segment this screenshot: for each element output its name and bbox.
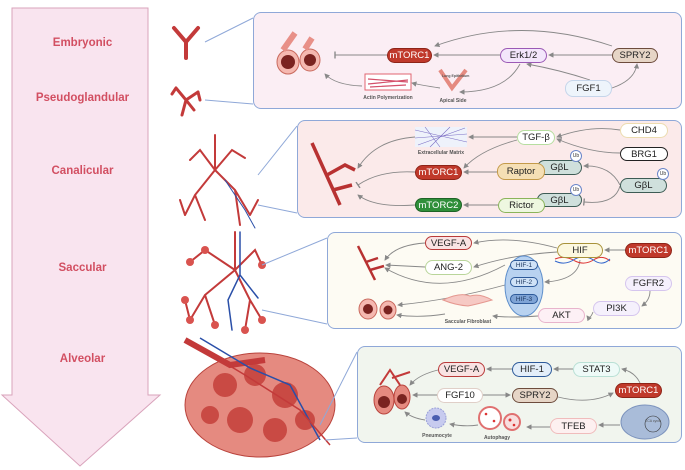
- airway-tube-icon-2: [358, 298, 397, 320]
- node-mtorc1: mTORC1: [387, 48, 432, 63]
- node-tgfb: TGF-β: [517, 130, 555, 145]
- node-raptor: Raptor: [497, 163, 545, 180]
- node-gbl-rictor: GβL: [537, 193, 582, 207]
- node-erk: Erk1/2: [500, 48, 547, 63]
- node-gbl: GβL: [620, 178, 667, 193]
- stage-saccular: Saccular: [58, 262, 107, 274]
- ecm-caption: Extracellular Matrix: [417, 150, 465, 156]
- mitochondria-icon: [620, 404, 670, 440]
- node-rictor: Rictor: [498, 198, 545, 213]
- node-mtorc1: mTORC1: [625, 243, 672, 258]
- stage-canalicular: Canalicular: [51, 165, 114, 177]
- embryonic-bud-icon: [172, 26, 200, 60]
- node-hif: HIF: [557, 243, 603, 258]
- node-brg1: BRG1: [620, 147, 668, 161]
- autophagy-caption: Autophagy: [483, 435, 511, 441]
- node-fgf10: FGF10: [437, 388, 483, 403]
- node-mtorc2: mTORC2: [415, 198, 462, 212]
- alveolar-cluster-icon: [183, 337, 336, 458]
- ecm-icon: [414, 126, 468, 148]
- stage-embryonic: Embryonic: [52, 37, 113, 49]
- ubiquitin-badge: Ub: [657, 168, 669, 180]
- node-fgfr2: FGFR2: [625, 276, 672, 291]
- node-stat3: STAT3: [573, 362, 620, 377]
- vessel-branch-icon-2: [356, 245, 385, 281]
- node-pi3k: PI3K: [593, 301, 640, 316]
- node-hif1: HIF-1: [510, 260, 538, 270]
- ubiquitin-badge: Ub: [570, 184, 582, 196]
- node-ang2: ANG-2: [425, 260, 472, 275]
- stage-alveolar: Alveolar: [59, 353, 106, 365]
- airway-tube-icon-3: [373, 368, 411, 415]
- node-chd4: CHD4: [620, 123, 668, 138]
- node-gbl-raptor: GβL: [537, 160, 582, 175]
- node-hif2: HIF-2: [510, 277, 538, 287]
- pseudoglandular-branch-icon: [170, 86, 202, 117]
- fibroblast-caption: Saccular Fibroblast: [444, 319, 492, 325]
- stage-pseudoglandular: Pseudoglandular: [35, 92, 130, 104]
- lung-epithelium-icon: [438, 68, 468, 92]
- node-spry2: SPRY2: [512, 388, 558, 403]
- node-mtorc1: mTORC1: [415, 165, 462, 180]
- node-vegfa: VEGF-A: [425, 236, 472, 250]
- pneumocyte-caption: Pneumocyte: [422, 433, 452, 439]
- node-hif3: HIF-3: [510, 294, 538, 304]
- actin-icon: [364, 73, 412, 91]
- node-spry2: SPRY2: [612, 48, 658, 63]
- vessel-branch-icon: [310, 142, 356, 206]
- canalicular-tree-icon: [179, 134, 259, 229]
- tca-caption: TCA cycle: [645, 419, 661, 423]
- node-vegfa: VEGF-A: [438, 362, 485, 377]
- node-tfeb: TFEB: [550, 418, 597, 434]
- node-hif1: HIF-1: [512, 362, 552, 377]
- node-akt: AKT: [538, 308, 585, 323]
- actin-caption: Actin Polymerization: [363, 95, 413, 101]
- airway-tube-icon: [276, 31, 321, 75]
- panel-connectors: [204, 17, 358, 441]
- panel-canalicular: [297, 120, 682, 218]
- ubiquitin-badge: Ub: [570, 150, 582, 162]
- fibroblast-icon: [441, 294, 494, 307]
- autophagy-icon: [478, 406, 521, 431]
- node-mtorc1: mTORC1: [615, 383, 662, 398]
- timeline-arrow: [0, 7, 162, 467]
- epithelium-caption: Lung Epithelium: [442, 74, 470, 78]
- pneumocyte-icon: [425, 407, 447, 429]
- node-fgf1: FGF1: [565, 80, 612, 97]
- apical-caption: Apical Side: [439, 98, 467, 104]
